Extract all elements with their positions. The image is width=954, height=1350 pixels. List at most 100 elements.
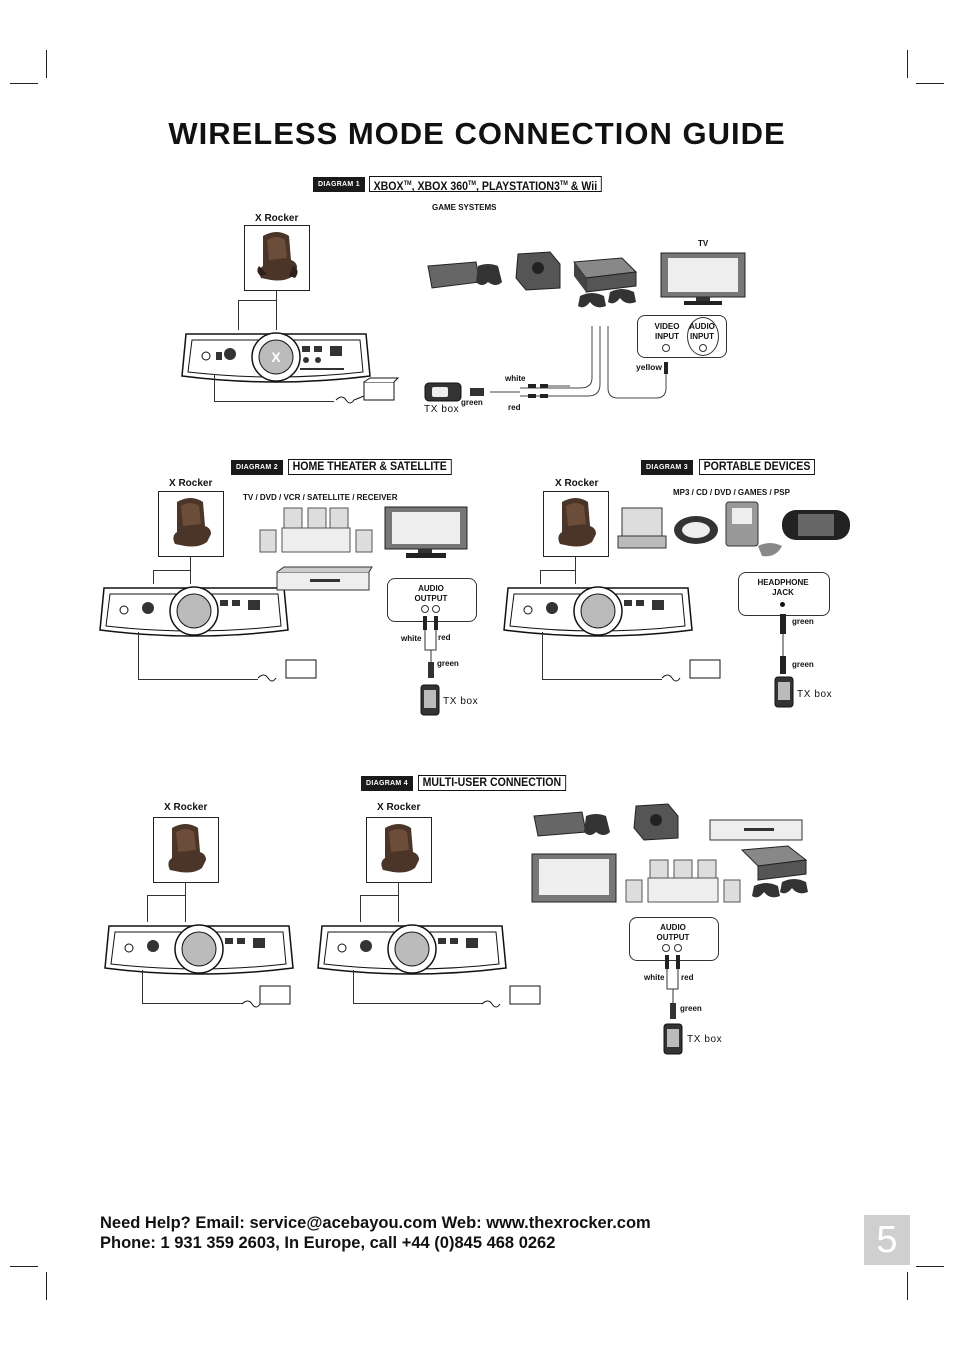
trademark: TM bbox=[403, 181, 412, 187]
diagram-4-heading: MULTI-USER CONNECTION bbox=[418, 775, 566, 791]
chair-icon bbox=[244, 225, 310, 291]
video-jack bbox=[662, 344, 670, 352]
cable bbox=[238, 300, 239, 330]
chair-label: X Rocker bbox=[255, 213, 299, 224]
dvd-player-icon bbox=[276, 566, 373, 591]
green-cable-label: green bbox=[792, 660, 814, 669]
help-contact-line: Need Help? Email: service@acebayou.com W… bbox=[100, 1214, 651, 1232]
cable bbox=[147, 895, 148, 922]
control-panel-icon: X bbox=[181, 332, 371, 383]
green-cable-label: green bbox=[437, 659, 459, 668]
tv-icon bbox=[660, 252, 746, 305]
tx-box-label: TX box bbox=[424, 404, 460, 415]
crop-mark bbox=[916, 83, 944, 84]
diagram-1-tag: DIAGRAM 1 bbox=[313, 177, 365, 192]
headphone-jack-panel bbox=[738, 572, 830, 616]
power-adapter-icon bbox=[257, 659, 317, 682]
cable bbox=[153, 570, 154, 584]
white-cable-label: white bbox=[644, 973, 665, 982]
heading-text: XBOX bbox=[373, 180, 404, 193]
crop-mark bbox=[46, 1272, 47, 1300]
svg-text:X: X bbox=[271, 349, 281, 365]
chair-icon bbox=[153, 817, 219, 883]
control-panel-icon bbox=[99, 586, 289, 637]
crop-mark bbox=[10, 1266, 38, 1267]
cable bbox=[185, 882, 186, 922]
green-cable-label: green bbox=[461, 398, 483, 407]
tv-icon bbox=[384, 506, 468, 558]
audio-jack bbox=[432, 605, 440, 613]
heading-text: & Wii bbox=[567, 180, 598, 193]
red-cable-label: red bbox=[438, 633, 451, 642]
trademark: TM bbox=[559, 181, 568, 187]
crop-mark bbox=[907, 1272, 908, 1300]
audio-input-port bbox=[687, 317, 719, 356]
cable bbox=[142, 1003, 242, 1004]
game-console-icon bbox=[531, 803, 808, 903]
cable bbox=[360, 895, 399, 896]
audio-input-label: AUDIO INPUT bbox=[689, 322, 715, 341]
heading-text: , XBOX 360 bbox=[411, 180, 469, 193]
white-cable-label: white bbox=[505, 374, 526, 383]
video-input-label: VIDEO INPUT bbox=[654, 322, 680, 341]
power-adapter-icon bbox=[335, 377, 400, 404]
page-title: WIRELESS MODE CONNECTION GUIDE bbox=[168, 116, 786, 151]
cable bbox=[542, 679, 662, 680]
chair-icon bbox=[543, 491, 609, 557]
headphone-jack bbox=[780, 602, 785, 607]
game-console-icon bbox=[427, 251, 638, 308]
headphone-jack-label: HEADPHONE JACK bbox=[757, 578, 809, 597]
diagram-3-tag: DIAGRAM 3 bbox=[641, 460, 693, 475]
cable bbox=[238, 300, 276, 301]
cable bbox=[540, 570, 541, 584]
power-adapter-icon bbox=[661, 659, 721, 682]
audio-jack bbox=[421, 605, 429, 613]
cable bbox=[214, 374, 215, 402]
rca-cable bbox=[423, 616, 438, 678]
crop-mark bbox=[916, 1266, 944, 1267]
cable bbox=[542, 632, 543, 680]
tx-box-icon bbox=[774, 676, 794, 708]
cable bbox=[353, 970, 354, 1004]
trademark: TM bbox=[468, 181, 477, 187]
tx-box-icon bbox=[424, 382, 462, 402]
power-adapter-icon bbox=[481, 985, 541, 1008]
page-number: 5 bbox=[864, 1215, 910, 1265]
cable bbox=[398, 882, 399, 922]
receiver-icon bbox=[259, 507, 373, 553]
cable bbox=[360, 895, 361, 922]
audio-output-panel bbox=[629, 917, 719, 961]
cable bbox=[138, 632, 139, 680]
cable bbox=[142, 970, 143, 1004]
green-cable-label: green bbox=[792, 617, 814, 626]
tx-box-label: TX box bbox=[687, 1034, 723, 1045]
green-cable-label: green bbox=[680, 1004, 702, 1013]
yellow-cable-label: yellow bbox=[636, 362, 662, 372]
tx-box-label: TX box bbox=[443, 696, 479, 707]
audio-output-label: AUDIO OUTPUT bbox=[656, 923, 690, 942]
heading-text: , PLAYSTATION3 bbox=[476, 180, 560, 193]
diagram-1-heading: XBOXTM, XBOX 360TM, PLAYSTATION3TM & Wii bbox=[369, 176, 602, 193]
cable bbox=[276, 290, 277, 330]
sources-label: MP3 / CD / DVD / GAMES / PSP bbox=[673, 488, 790, 497]
tv-label: TV bbox=[698, 239, 709, 248]
chair-icon bbox=[158, 491, 224, 557]
audio-jack bbox=[662, 944, 670, 952]
tx-box-label: TX box bbox=[797, 689, 833, 700]
tx-box-icon bbox=[420, 684, 440, 716]
diagram-3-heading: PORTABLE DEVICES bbox=[699, 459, 815, 475]
chair-label: X Rocker bbox=[555, 478, 599, 489]
crop-mark bbox=[10, 83, 38, 84]
red-cable-label: red bbox=[681, 973, 694, 982]
chair-label: X Rocker bbox=[164, 802, 208, 813]
sources-label: TV / DVD / VCR / SATELLITE / RECEIVER bbox=[243, 493, 398, 502]
chair-label: X Rocker bbox=[377, 802, 421, 813]
red-cable-label: red bbox=[508, 403, 521, 412]
cable-routing bbox=[470, 326, 668, 399]
crop-mark bbox=[907, 50, 908, 78]
diagram-2-tag: DIAGRAM 2 bbox=[231, 460, 283, 475]
cable bbox=[353, 1003, 483, 1004]
audio-jack bbox=[674, 944, 682, 952]
cable bbox=[138, 679, 258, 680]
power-adapter-icon bbox=[241, 985, 291, 1008]
